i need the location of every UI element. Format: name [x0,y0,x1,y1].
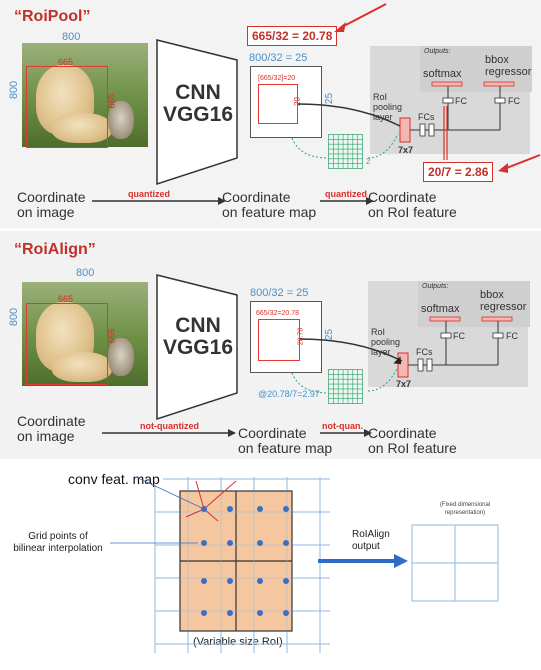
roi-on-feature-label: 665/32=20.78 [256,310,300,317]
cnn-block [156,274,238,421]
feature-to-pool-line [297,103,401,127]
fc-label-2: FC [508,96,520,106]
fc-label-2: FC [506,331,518,341]
grid-step-label: @20.78/7=2.97 [258,389,320,399]
conv-label-pointer [135,476,205,510]
feature-to-pool-line [299,338,403,362]
feature-to-grid-arrow [291,137,329,159]
roi-width-label: 665 [58,57,74,67]
arrow2-label: quantized [325,189,367,199]
image-height-label: 800 [8,80,21,100]
callout-bottom-arrow [498,154,541,173]
bilinear-panel: conv feat. map Grid points of bilinear i… [0,459,541,670]
grid-to-pool-arrow [367,366,399,392]
feature-map [250,66,322,138]
outputs-label: Outputs: [424,48,451,55]
coord-roi: Coordinate on RoI feature [368,425,457,456]
fcs-label: FCs [418,112,435,122]
coord-image: Coordinate on image [17,413,86,444]
grid-point [257,506,263,512]
bbox-label: bbox regressor [480,289,527,313]
pool-size-label: 7x7 [396,379,412,389]
fc-label-1: FC [455,96,467,106]
arrow1-label: quantized [128,189,170,199]
grid-point [227,540,233,546]
grid-point [257,540,263,546]
grid-point [283,578,289,584]
bbox-label: bbox regressor [485,54,532,78]
callout-bottom: 20/7 = 2.86 [423,162,494,182]
grid-point [227,506,233,512]
roipool-title: “RoiPool” [14,8,91,25]
cnn-label: CNN VGG16 [162,81,234,126]
fc-label-1: FC [453,331,465,341]
roi-on-feature-map [258,319,300,361]
dog-kitten-photo [22,282,148,386]
softmax-label: softmax [421,303,460,315]
grid-point [201,540,207,546]
pool-grid-side: 2 [366,157,371,166]
roi-on-feature-label: [665/32]=20 [258,75,296,82]
grid-point [201,610,207,616]
softmax-label: softmax [423,68,462,80]
roi-height-label: 665 [106,328,117,344]
feature-to-grid-arrow [291,372,329,394]
coord-roi: Coordinate on RoI feature [368,189,457,220]
arrow2-label: not-quan. [322,421,363,431]
callout-top-arrow [334,3,387,32]
variable-roi-label: (Variable size RoI) [193,636,283,648]
roialign-panel: “RoiAlign” 800 800 665 665 CNN VGG16 800… [0,231,541,459]
coord-arrows [102,429,372,437]
interp-lines [185,480,237,522]
callout-top: 665/32 = 20.78 [247,26,338,46]
feature-map-size-label: 800/32 = 25 [250,287,309,299]
roialign-output-label: RoIAlign output [352,529,390,552]
fcs-label: FCs [416,347,433,357]
image-width-label: 800 [62,31,81,43]
coord-arrows [92,197,374,205]
grid-points-label: Grid points of bilinear interpolation [13,531,103,554]
grid-point [201,578,207,584]
fixed-dim-label: (Fixed dimensional representation) [439,502,491,516]
pool-size-label: 7x7 [398,145,414,155]
grid-point [257,610,263,616]
roi-pool-label: RoI pooling layer [373,92,403,122]
roi-height-label: 665 [106,93,117,109]
coord-feature: Coordinate on feature map [222,189,317,220]
grid-point [283,506,289,512]
arrow1-label: not-quantized [140,421,199,431]
grid-point [283,540,289,546]
roi-box-image [26,303,108,385]
pool-grid [328,369,363,404]
coord-image: Coordinate on image [17,189,86,220]
network-diagram [399,81,515,160]
roipool-panel: “RoiPool” 800 800 665 665 CNN VGG16 800/… [0,0,541,228]
network-diagram [397,316,513,378]
conv-feat-map-label: conv feat. map [68,471,160,487]
feature-map [250,301,322,373]
dog-kitten-photo [22,43,148,147]
roi-box-image [26,66,108,148]
cnn-block [156,39,238,186]
grid-to-pool-arrow [367,133,399,159]
grid-point [257,578,263,584]
grid-point [227,610,233,616]
cnn-label: CNN VGG16 [162,314,234,359]
roi-on-feature-map [258,84,298,124]
feature-map-size-label: 800/32 = 25 [249,52,308,64]
grid-point [227,578,233,584]
roialign-title: “RoiAlign” [14,241,96,258]
roi-width-label: 665 [58,294,74,304]
outputs-label: Outputs: [422,283,449,290]
coord-feature: Coordinate on feature map [238,425,333,456]
bilinear-diagram [110,476,499,653]
pool-grid [328,134,363,169]
grid-point [283,610,289,616]
image-height-label: 800 [8,307,21,327]
image-width-label: 800 [76,267,95,279]
